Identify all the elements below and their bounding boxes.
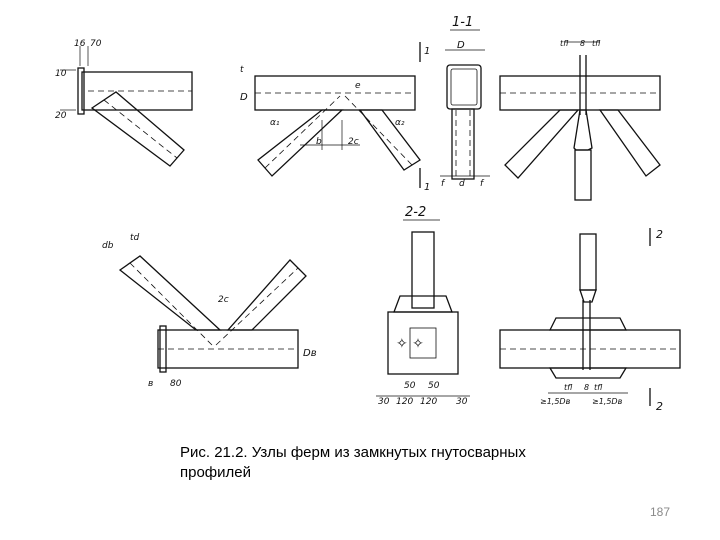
label-2c-bottom: 2c xyxy=(218,295,229,305)
detail-bottom-left: db td 2c Dв в 80 xyxy=(102,233,317,389)
truss-joints-drawing: 16 70 10 20 D t e α₁ α₂ b 2c 1-1 D 1 xyxy=(55,15,681,413)
label-alpha2: α₂ xyxy=(395,118,405,128)
label-8-bottom: 8 xyxy=(584,383,589,392)
label-1-5Dv-left: ≥1,5Dв xyxy=(540,397,571,406)
label-bb: в xyxy=(148,379,153,389)
mark-1-bottom: 1 xyxy=(424,182,430,193)
label-Db: Dв xyxy=(303,348,317,359)
label-db: db xyxy=(102,241,114,251)
dim-10: 10 xyxy=(55,69,67,79)
dim-30-right: 30 xyxy=(456,397,468,407)
page-number: 187 xyxy=(650,505,671,519)
label-8-top: 8 xyxy=(580,39,585,48)
label-tfl-bottom-right: tfl xyxy=(594,383,603,392)
label-2c: 2c xyxy=(348,137,359,147)
label-tfl-top-right: tfl xyxy=(592,39,601,48)
figure-caption: Рис. 21.2. Узлы ферм из замкнутых гнутос… xyxy=(180,444,526,481)
label-d: d xyxy=(459,179,465,189)
label-td: td xyxy=(130,233,140,243)
section-2-2: 2-2 ✧ ✧ 30 120 120 30 50 50 xyxy=(376,205,470,407)
dim-120-left: 120 xyxy=(396,397,413,407)
label-D: D xyxy=(457,40,465,51)
dim-50-left: 50 xyxy=(404,381,416,391)
gusset-marks: ✧ ✧ xyxy=(396,336,424,352)
label-f-left: f xyxy=(441,179,446,189)
label-tfl-top-left: tfl xyxy=(560,39,569,48)
section-2-2-title: 2-2 xyxy=(405,205,426,220)
label-t: t xyxy=(240,65,244,75)
label-f-right: f xyxy=(480,179,485,189)
label-tfl-bottom-left: tfl xyxy=(564,383,573,392)
label-80: 80 xyxy=(170,379,182,389)
dim-70: 70 xyxy=(90,39,102,49)
mark-2-bottom: 2 xyxy=(656,400,663,413)
detail-top-right: tfl 8 tfl xyxy=(499,39,661,201)
section-1-1-title: 1-1 xyxy=(452,15,473,30)
detail-bottom-right: 2 2 tfl 8 tfl ≥1,5Dв ≥1,5Dв xyxy=(499,228,681,413)
dim-16: 16 xyxy=(74,39,86,49)
dim-30-left: 30 xyxy=(378,397,390,407)
label-b: b xyxy=(316,137,322,147)
label-Dn: D xyxy=(240,92,248,103)
label-1-5Dv-right: ≥1,5Dв xyxy=(592,397,623,406)
detail-top-center: D t e α₁ α₂ b 2c xyxy=(240,65,421,177)
label-e: e xyxy=(355,81,361,91)
detail-top-left: 16 70 10 20 xyxy=(55,39,193,167)
mark-1-top: 1 xyxy=(424,46,430,57)
mark-2-top: 2 xyxy=(656,228,663,241)
dim-50-right: 50 xyxy=(428,381,440,391)
section-1-1: 1-1 D 1 1 f d f xyxy=(419,15,490,193)
dim-120-right: 120 xyxy=(420,397,437,407)
label-alpha1: α₁ xyxy=(270,118,280,128)
dim-20: 20 xyxy=(55,111,67,121)
